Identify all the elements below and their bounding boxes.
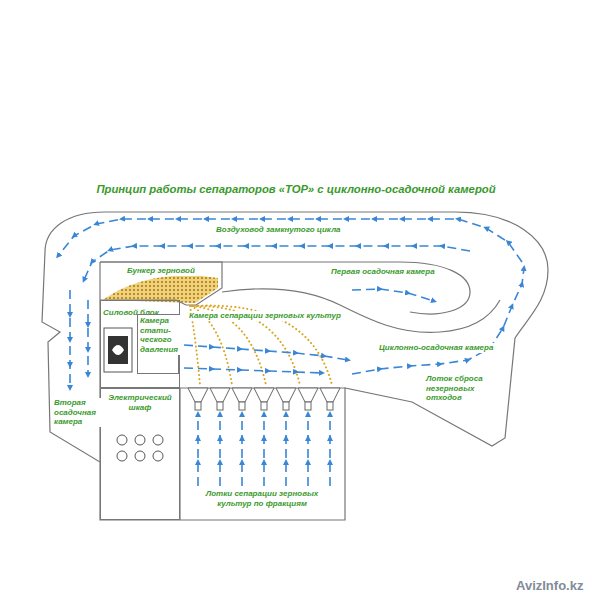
fraction-tray: [320, 388, 340, 402]
node-label: Камера стати- ческого давления: [138, 315, 180, 355]
air-flow: [184, 368, 322, 373]
electric-cabinet: Электрический шкаф: [100, 388, 180, 520]
chamber-label: Циклонно-осадочная камера: [378, 343, 494, 353]
tray-spout: [261, 402, 267, 410]
air-flow: [263, 414, 265, 486]
fan-blade: [112, 345, 124, 355]
fraction-tray: [232, 388, 252, 402]
fraction-tray: [210, 388, 230, 402]
cabinet-knob: [135, 451, 145, 461]
cabinet-knob: [117, 451, 127, 461]
air-flow: [69, 290, 71, 388]
fraction-tray: [188, 388, 208, 402]
air-flow: [241, 414, 243, 486]
tray-spout: [217, 402, 223, 410]
power-block: Силовой блокКамера стати- ческого давлен…: [100, 300, 180, 388]
air-flow: [285, 414, 287, 486]
air-flow: [219, 414, 221, 486]
watermark: AvizInfo.kz: [515, 578, 584, 594]
cabinet-knob: [135, 435, 145, 445]
air-flow: [184, 345, 348, 360]
tray-spout: [327, 402, 333, 410]
chute-label: Лоток сброса незерновых отходов: [425, 374, 503, 403]
tray-spout: [239, 402, 245, 410]
duct-label: Воздуховод замкнутого цикла: [215, 225, 342, 235]
fan-rotor: [108, 336, 128, 364]
air-flow: [84, 246, 470, 280]
hopper-label: Бункер зерновой: [126, 266, 196, 276]
grain-pile: [104, 276, 218, 303]
chamber-label: Камера сепарации зерновых культур: [188, 311, 342, 321]
fraction-tray: [298, 388, 318, 402]
tray-spout: [305, 402, 311, 410]
air-flow: [329, 414, 331, 486]
tray-label: Лотки сепарации зерновых культур по фрак…: [201, 489, 323, 508]
housing-outline: [42, 212, 548, 520]
air-flow: [58, 219, 522, 262]
air-flow: [197, 414, 199, 486]
chamber-label: Вторая осадочная камера: [53, 398, 101, 427]
air-flow: [87, 300, 89, 375]
chamber-label: Первая осадочная камера: [330, 267, 436, 277]
air-flow: [58, 219, 524, 486]
pressure-chamber: Камера стати- ческого давления: [137, 314, 179, 374]
cabinet-knob: [153, 451, 163, 461]
cabinet-knob: [153, 435, 163, 445]
hopper-outline: [100, 262, 222, 305]
node-label: Электрический шкаф: [101, 389, 179, 413]
air-flow: [352, 289, 434, 301]
cabinet-knob: [117, 435, 127, 445]
air-flow: [352, 268, 524, 374]
air-flow: [307, 414, 309, 486]
diagram-title: Принцип работы сепараторов «ТОР» с цикло…: [0, 183, 592, 197]
fraction-tray: [254, 388, 274, 402]
tray-spout: [283, 402, 289, 410]
fraction-tray: [276, 388, 296, 402]
tray-spout: [195, 402, 201, 410]
fan-housing: [104, 328, 132, 372]
